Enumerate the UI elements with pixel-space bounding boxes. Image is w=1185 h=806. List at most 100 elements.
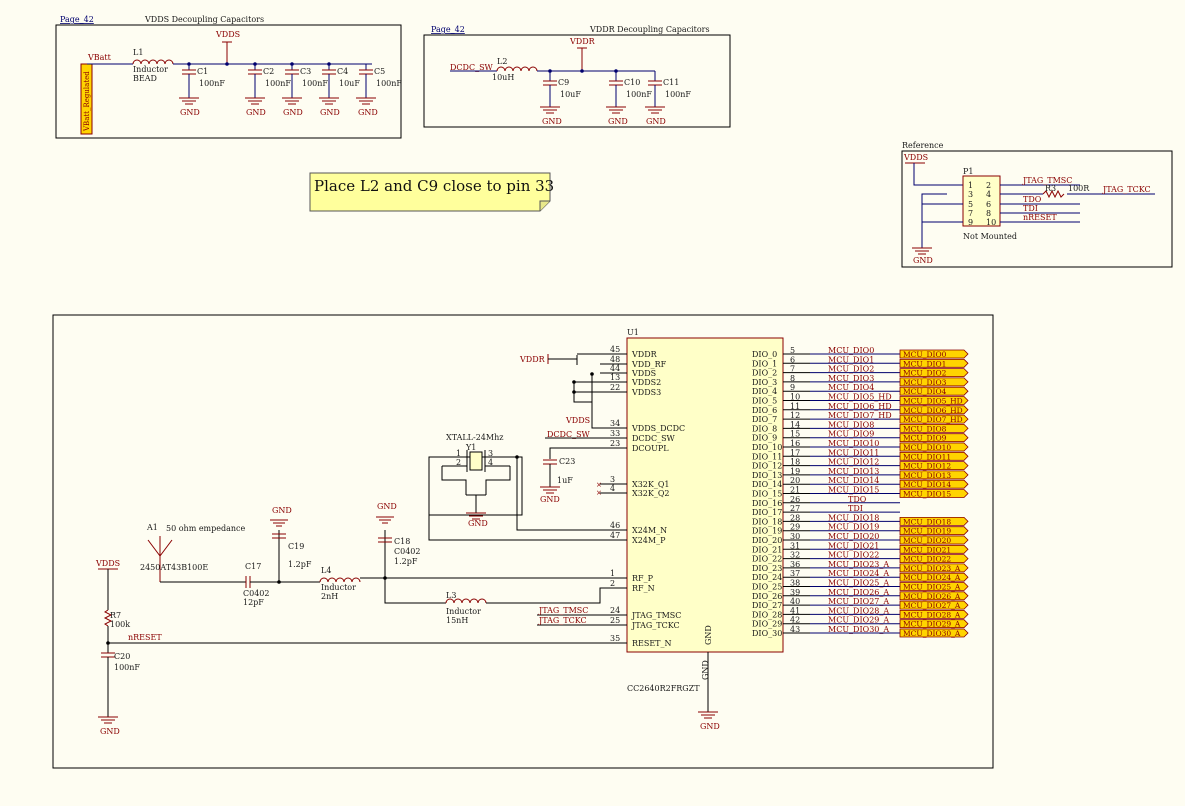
net-label-mcu-dio5-hd: MCU_DIO5_HD [828,393,892,402]
p1-header-body [962,175,1001,227]
u1-pin-name-dcoupl: DCOUPL [632,444,669,453]
c20-ref: C20 [114,652,130,661]
u1-pin-name-dio-16: DIO_16 [752,499,782,508]
vdds-block-title: VDDS Decoupling Capacitors [144,15,264,24]
vdds-gnd-label-3: GND [283,108,303,117]
u1-pin-num-21: 21 [790,486,800,495]
vdds-cap-c3-gnd [282,97,302,105]
net-label-mcu-dio1: MCU_DIO1 [828,355,874,364]
svg-text:MCU_DIO24_A: MCU_DIO24_A [903,573,961,582]
vddr-gnd-label-2: GND [608,117,628,126]
l1-type: Inductor [133,65,168,74]
vddr-cap-c11-gnd [645,106,665,114]
vddr-power-label: VDDR [569,37,596,46]
port-mcu-dio24-a: MCU_DIO24_A [899,572,969,582]
u1-pin-name-x32k_q1: X32K_Q1 [632,480,670,489]
vdds-block-frame [55,24,402,139]
placement-note: Place L2 and C9 close to pin 33 [309,172,554,212]
u1-pin-name-rf_n: RF_N [632,584,655,593]
u1-gnd-symbol [698,711,718,719]
net-label-tdo: TDO [848,495,867,504]
u1-pin-num-36: 36 [790,560,800,569]
vdds-cap-c2-ref: C2 [263,67,274,76]
u1-pin-name-dio-19: DIO_19 [752,527,782,536]
u1-ref: U1 [627,328,639,337]
port-mcu-dio30-a: MCU_DIO30_A [899,628,969,638]
vdds-cap-c5-gnd [356,97,376,105]
u1-gnd-pin-name: GND [704,625,713,645]
u1-pin-name-dio-24: DIO_24 [752,573,782,582]
net-label-mcu-dio28-a: MCU_DIO28_A [828,606,889,615]
net-label-mcu-dio6-hd: MCU_DIO6_HD [828,402,892,411]
net-label-mcu-dio13: MCU_DIO13 [828,467,879,476]
net-label-mcu-dio10: MCU_DIO10 [828,439,879,448]
u1-pin-name-dcdc_sw: DCDC_SW [632,434,676,443]
u1-pin-num-4: 4 [610,484,615,493]
svg-text:MCU_DIO3: MCU_DIO3 [903,378,947,387]
vddr-page-ref: Page_42 [431,25,465,34]
vddr-gnd-label-1: GND [542,117,562,126]
port-mcu-dio28-a: MCU_DIO28_A [899,610,969,619]
port-mcu-dio14: MCU_DIO14 [899,479,969,489]
vddr-cap-c10-ref: C10 [624,78,640,87]
u1-pin-num-38: 38 [790,579,800,588]
c23-value: 1uF [557,476,573,485]
c23-gnd-label: GND [540,495,560,504]
u1-jtag-tckc-label: JTAG_TCKC [538,616,587,625]
xtal-pin-3: 3 [488,449,493,458]
vdds-cap-c5-ref: C5 [374,67,385,76]
svg-text:MCU_DIO23_A: MCU_DIO23_A [903,564,961,573]
u1-pin-name-dio-18: DIO_18 [752,517,782,526]
p1-pin-2: 2 [986,181,991,190]
net-label-mcu-dio24-a: MCU_DIO24_A [828,569,889,578]
u1-pin-name-dio-8: DIO_8 [752,424,777,433]
u1-pin-name-dio-29: DIO_29 [752,620,782,629]
port-mcu-dio25-a: MCU_DIO25_A [899,582,969,592]
svg-text:MCU_DIO20: MCU_DIO20 [903,536,951,545]
vdds-cap-c3-ref: C3 [300,67,311,76]
vddr-cap-c9-gnd [540,106,560,114]
u1-pin-num-14: 14 [790,420,800,429]
c23-capacitor [540,459,560,494]
net-label-mcu-dio26-a: MCU_DIO26_A [828,588,889,597]
net-label-mcu-dio12: MCU_DIO12 [828,458,879,467]
port-mcu-dio11: MCU_DIO11 [899,451,969,461]
svg-text:MCU_DIO2: MCU_DIO2 [903,369,947,378]
p1-pin-8: 8 [986,209,991,218]
xtal-gnd-symbol [466,512,486,520]
u1-pin-num-34: 34 [610,419,620,428]
port-mcu-dio26-a: MCU_DIO26_A [899,591,969,601]
u1-pin-name-dio-3: DIO_3 [752,378,777,387]
port-mcu-dio4: MCU_DIO4 [899,386,969,396]
net-label-mcu-dio18: MCU_DIO18 [828,513,879,522]
u1-pin-name-dio-0: DIO_0 [752,350,777,359]
l2-ref: L2 [497,57,507,66]
u1-pin-name-x24m_p: X24M_P [632,536,666,545]
r7-value: 100k [110,620,130,629]
c18-package: C0402 [394,547,420,556]
u1-pin-num-41: 41 [790,606,800,615]
u1-dcdc-label: DCDC_SW [547,430,591,439]
net-label-mcu-dio4: MCU_DIO4 [828,383,874,392]
c18-capacitor [376,516,394,543]
u1-pin-num-8: 8 [790,374,795,383]
net-label-mcu-dio29-a: MCU_DIO29_A [828,616,889,625]
xtal-ref: Y1 [465,443,476,452]
reference-block: Reference VDDS P1 Not Mounted 1357924681… [901,141,1173,268]
p1-pin-6: 6 [986,200,991,209]
c23-ref: C23 [559,457,575,466]
xtal-pin-1: 1 [456,449,461,458]
c19-gnd-label: GND [272,506,292,515]
net-label-mcu-dio0: MCU_DIO0 [828,346,874,355]
port-mcu-dio20: MCU_DIO20 [899,535,969,545]
r3-ref: R3 [1045,184,1056,193]
u1-pin-num-46: 46 [610,521,620,530]
u1-pin-name-dio-22: DIO_22 [752,555,782,564]
ref-vdds-label: VDDS [903,153,928,162]
svg-text:MCU_DIO7_HD: MCU_DIO7_HD [903,415,963,424]
u1-pin-num-24: 24 [610,606,620,615]
reference-title: Reference [902,141,944,150]
port-mcu-dio23-a: MCU_DIO23_A [899,563,969,573]
net-label-mcu-dio19: MCU_DIO19 [828,523,879,532]
